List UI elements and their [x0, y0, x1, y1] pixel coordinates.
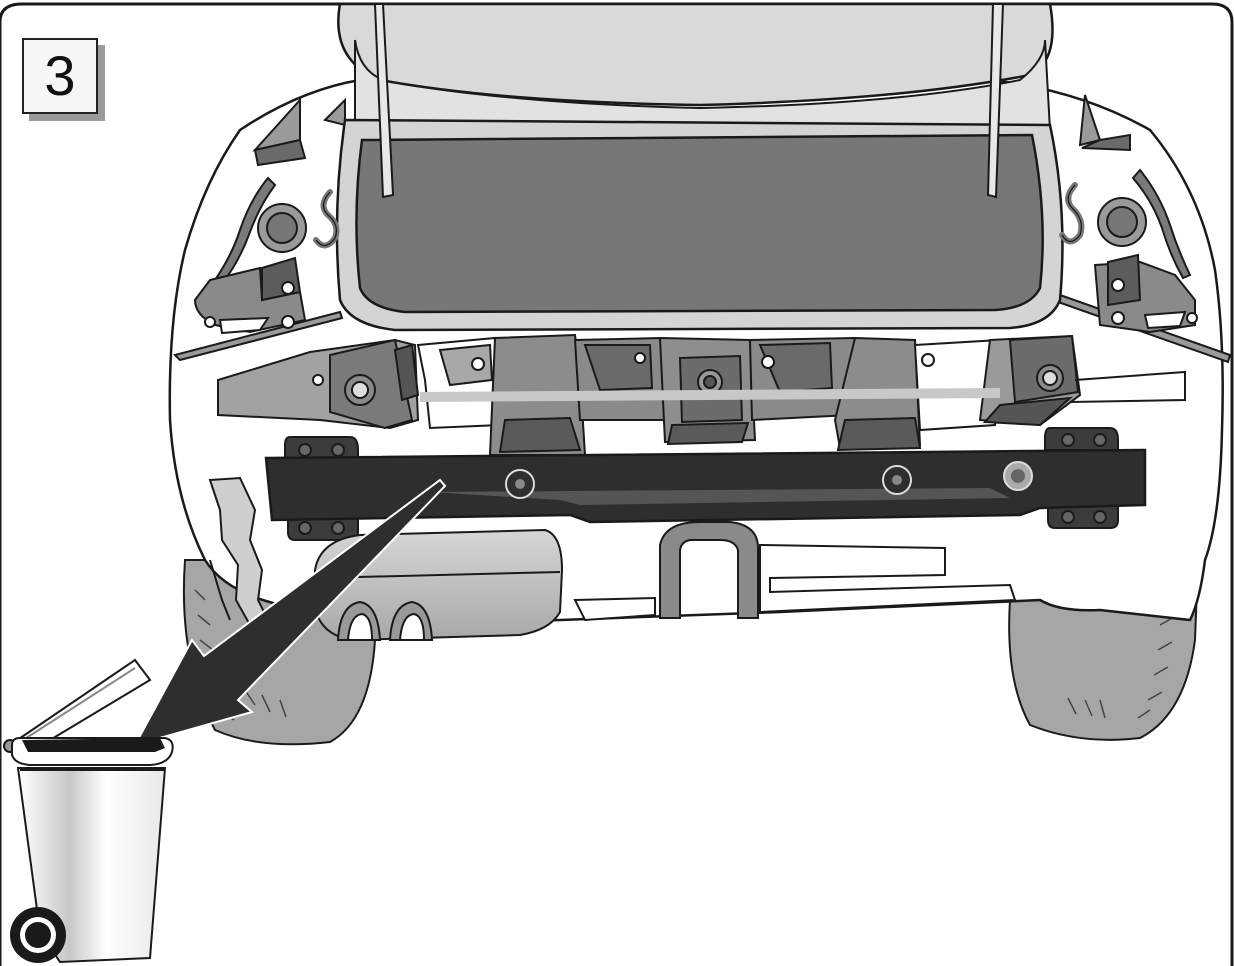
- exhaust-tips: [336, 600, 434, 641]
- right-light-mount: [1093, 197, 1198, 334]
- trunk-lining: [355, 133, 1044, 314]
- beam-mounting-tabs: [284, 427, 1119, 541]
- step-number-box: 3: [22, 38, 98, 114]
- lower-panels: [573, 543, 1017, 622]
- hitch-receiver: [659, 521, 759, 619]
- tow-hook-outline: [315, 184, 1082, 247]
- waste-bin-icon: [3, 658, 174, 964]
- arrow-icon: [132, 478, 447, 747]
- left-light-mount: [193, 203, 307, 335]
- left-body-details: [173, 97, 346, 362]
- trunk-lid-panel: [354, 39, 1052, 137]
- bumper-bracket-assembly: [217, 333, 1186, 456]
- step-number: 3: [44, 44, 76, 107]
- bumper-beam: [264, 448, 1147, 524]
- trunk-struts: [373, 3, 1005, 199]
